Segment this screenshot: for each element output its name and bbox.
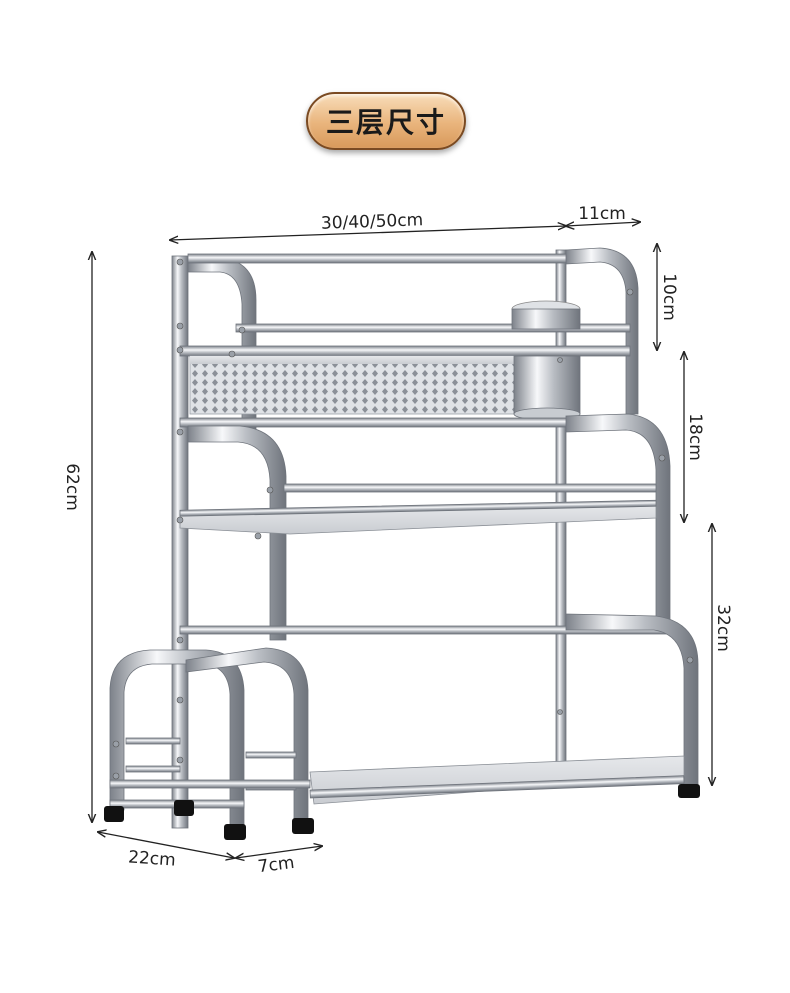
foot — [174, 800, 194, 816]
width-dimension-line — [170, 226, 566, 240]
top-depth-dimension-line — [566, 222, 640, 226]
foot — [224, 824, 246, 840]
dimension-lines — [92, 222, 712, 858]
base-depth-label: 22cm — [128, 847, 177, 870]
foot — [678, 784, 700, 798]
knife-holder-depth-label: 7cm — [257, 853, 296, 877]
title-badge: 三层尺寸 — [306, 92, 466, 150]
total-height-label: 62cm — [62, 463, 82, 511]
top-depth-label: 11cm — [578, 204, 626, 224]
bottom-tier-height-label: 32cm — [713, 604, 733, 652]
middle-tier-height-label: 18cm — [685, 413, 705, 461]
base-depth-dimension-line — [98, 832, 234, 858]
foot — [104, 806, 124, 822]
top-tier-height-label: 10cm — [659, 273, 679, 321]
knife-holder-depth-dimension-line — [236, 846, 322, 858]
foot — [292, 818, 314, 834]
spice-rack — [104, 247, 700, 840]
dimension-labels: 30/40/50cm 11cm 10cm 18cm 32cm 62cm 22cm… — [62, 204, 733, 877]
title-badge-label: 三层尺寸 — [325, 106, 446, 139]
width-label: 30/40/50cm — [321, 210, 424, 234]
